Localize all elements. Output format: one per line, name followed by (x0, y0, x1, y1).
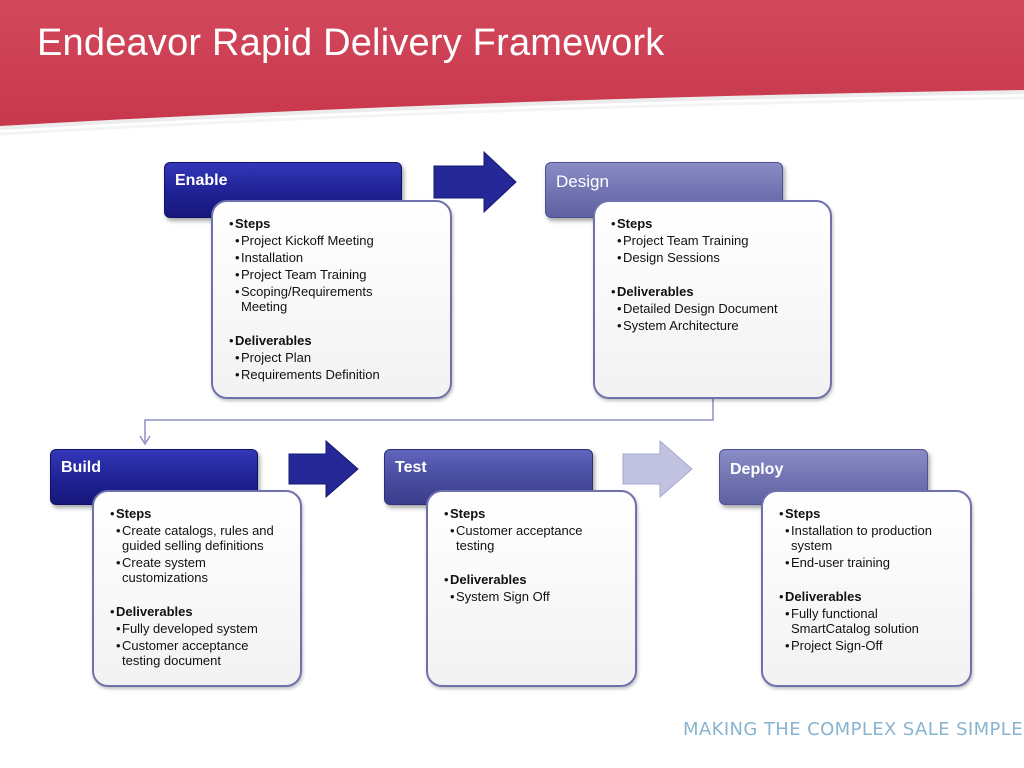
list-item: •Customer acceptance testing (450, 523, 583, 553)
list-item: •Installation (235, 250, 304, 265)
list-item: •Create catalogs, rules and guided selli… (116, 523, 274, 553)
steps-heading: • Steps (229, 216, 271, 231)
deliverables-heading: • Deliverables (229, 333, 312, 348)
list-item: •System Sign Off (450, 589, 550, 604)
list-item: •System Architecture (617, 318, 739, 333)
list-item: •Customer acceptance testing document (116, 638, 249, 668)
steps-heading: • Steps (611, 216, 653, 231)
page-title: Endeavor Rapid Delivery Framework (37, 22, 665, 64)
list-item: •Design Sessions (617, 250, 720, 265)
tagline: MAKING THE COMPLEX SALE SIMPLE (683, 719, 1024, 740)
list-item: •Fully functional SmartCatalog solution (785, 606, 919, 636)
deliverables-heading: • Deliverables (444, 572, 527, 587)
arrow-right-icon (622, 440, 693, 499)
phase-label: Test (395, 459, 427, 476)
steps-heading: • Steps (110, 506, 152, 521)
phase-test-box: • Steps •Customer acceptance testing • D… (426, 490, 637, 687)
list-item: •Project Kickoff Meeting (235, 233, 374, 248)
title-banner: Endeavor Rapid Delivery Framework (0, 0, 1024, 140)
deliverables-heading: • Deliverables (110, 604, 193, 619)
list-item: •Project Plan (235, 350, 312, 365)
phase-label: Build (61, 459, 101, 476)
title-banner-shape (0, 0, 1024, 136)
arrow-right-icon (433, 150, 517, 214)
bullet: • (229, 216, 234, 231)
steps-heading: • Steps (444, 506, 486, 521)
phase-design-box: • Steps •Project Team Training •Design S… (593, 200, 832, 399)
list-item: •End-user training (785, 555, 890, 570)
deliverables-heading: • Deliverables (611, 284, 694, 299)
phase-label: Enable (175, 172, 228, 189)
deliverables-heading: • Deliverables (779, 589, 862, 604)
steps-heading: • Steps (779, 506, 821, 521)
list-item: •Project Team Training (617, 233, 749, 248)
phase-deploy-box: • Steps •Installation to production syst… (761, 490, 972, 687)
list-item: •Create system customizations (116, 555, 208, 585)
list-item: •Project Team Training (235, 267, 367, 282)
phase-label: Deploy (730, 461, 784, 478)
phase-enable-box: • Steps •Project Kickoff Meeting •Instal… (211, 200, 452, 399)
arrow-right-icon (288, 440, 359, 499)
list-item: •Project Sign-Off (785, 638, 883, 653)
list-item: •Scoping/Requirements Meeting (235, 284, 373, 314)
list-item: •Installation to production system (785, 523, 932, 553)
list-item: •Detailed Design Document (617, 301, 778, 316)
list-item: •Requirements Definition (235, 367, 380, 382)
phase-build-box: • Steps •Create catalogs, rules and guid… (92, 490, 302, 687)
phase-label: Design (556, 172, 609, 191)
list-item: •Fully developed system (116, 621, 258, 636)
